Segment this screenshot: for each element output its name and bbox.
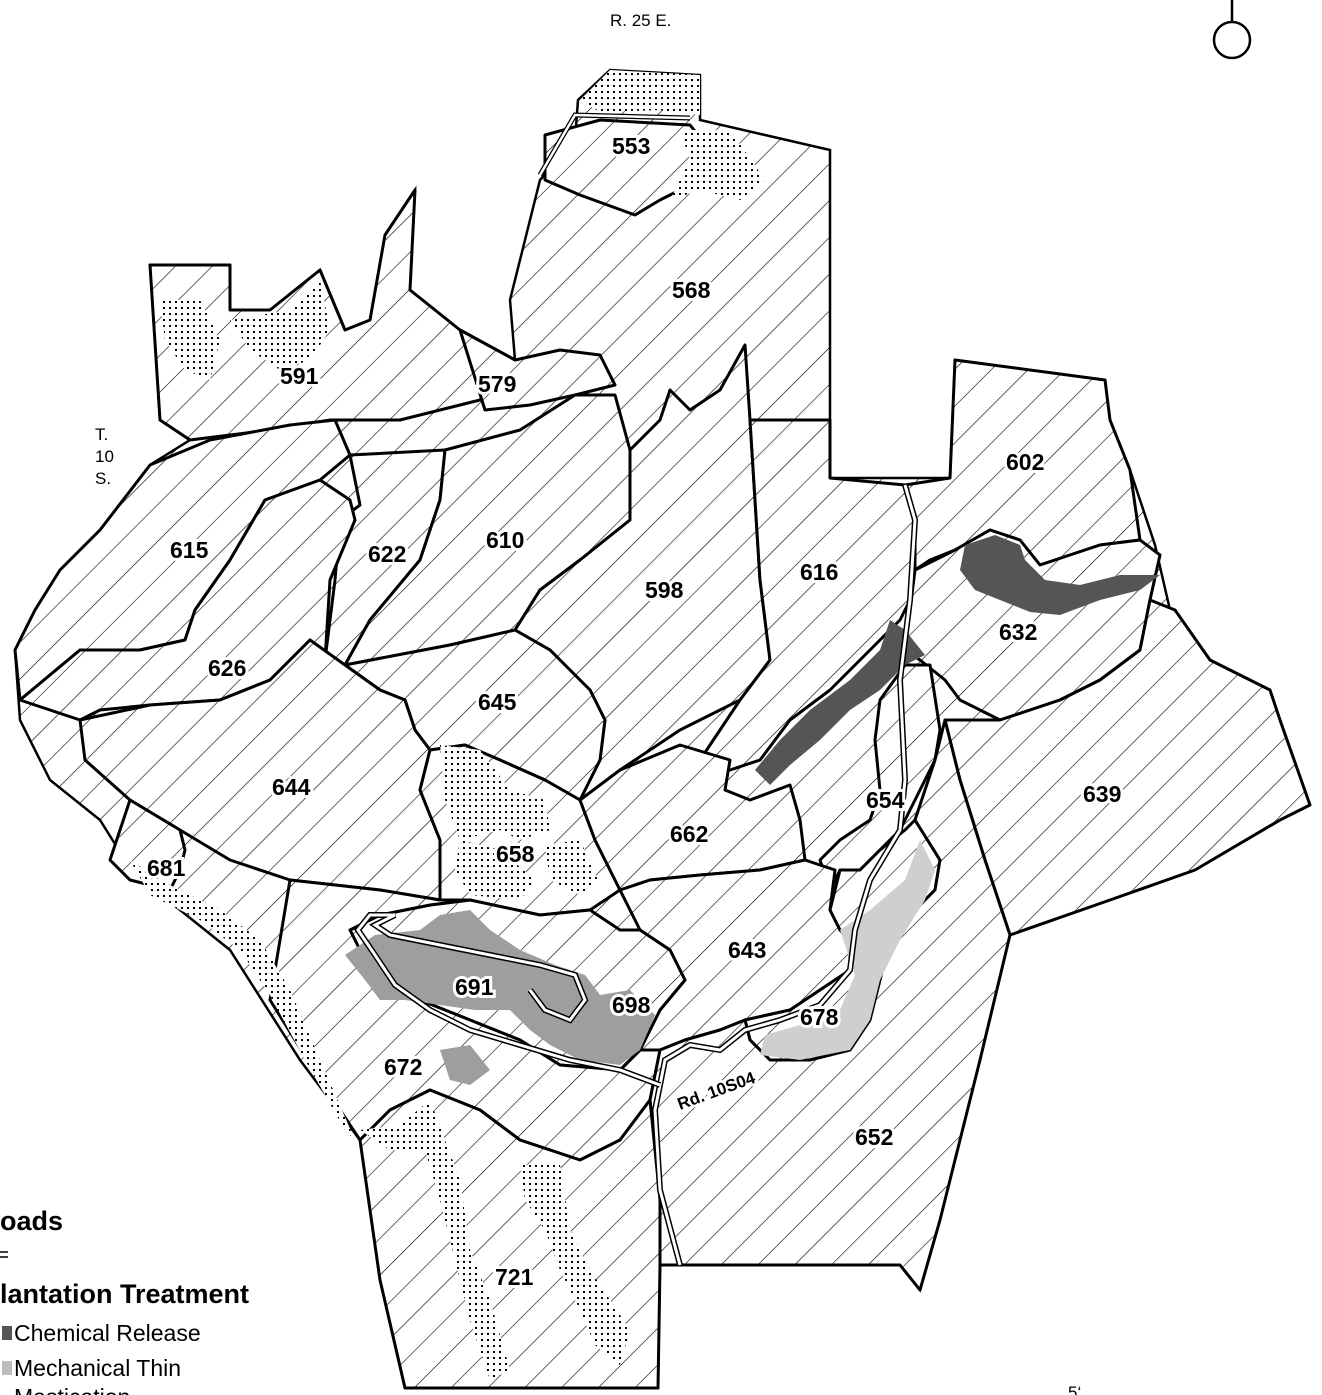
label-643: 643 (728, 937, 766, 963)
label-615: 615 (170, 537, 209, 563)
label-579: 579 (478, 371, 516, 397)
label-681: 681 (147, 855, 186, 881)
label-610: 610 (486, 527, 524, 553)
label-652: 652 (855, 1124, 893, 1150)
township-label-s: S. (95, 469, 111, 488)
unit-labels: 553 568 579 591 598 602 610 615 616 622 … (144, 130, 1124, 1293)
unit-681[interactable] (108, 798, 187, 892)
legend-item-chemical: Chemical Release (14, 1320, 201, 1346)
label-691: 691 (455, 974, 494, 1000)
unit-652[interactable] (648, 718, 1012, 1292)
corner-mark: 5‘ (1068, 1383, 1081, 1395)
label-678: 678 (800, 1004, 839, 1030)
label-626: 626 (208, 655, 246, 681)
label-602: 602 (1006, 449, 1044, 475)
label-645: 645 (478, 689, 517, 715)
label-616: 616 (800, 559, 838, 585)
legend-item-mastication: Mastication (14, 1384, 130, 1395)
label-622: 622 (368, 541, 406, 567)
legend: oads lantation Treatment Chemical Releas… (0, 1206, 249, 1395)
label-644: 644 (272, 774, 311, 800)
chemical-release-areas (755, 535, 1160, 785)
label-654: 654 (866, 787, 905, 813)
legend-item-mechanical: Mechanical Thin (14, 1355, 181, 1381)
label-672: 672 (384, 1054, 422, 1080)
north-arrow-icon (1212, 0, 1252, 60)
unit-639[interactable] (943, 598, 1312, 937)
label-591: 591 (280, 363, 319, 389)
label-598: 598 (645, 577, 684, 603)
label-553: 553 (612, 133, 650, 159)
label-721: 721 (495, 1264, 534, 1290)
label-568: 568 (672, 277, 711, 303)
label-639: 639 (1083, 781, 1121, 807)
township-label-num: 10 (95, 447, 114, 466)
unit-579[interactable] (458, 328, 617, 412)
label-632: 632 (999, 619, 1037, 645)
range-label: R. 25 E. (610, 11, 671, 30)
label-662: 662 (670, 821, 708, 847)
label-698: 698 (612, 992, 651, 1018)
township-label-t: T. (95, 425, 108, 444)
unit-598[interactable] (513, 343, 772, 802)
legend-swatch-mechanical (2, 1361, 12, 1375)
legend-roads-heading: oads (0, 1206, 63, 1236)
road-network (354, 112, 919, 1266)
label-658: 658 (496, 841, 535, 867)
unit-662[interactable] (578, 743, 807, 892)
mastication-areas (130, 70, 765, 1380)
legend-swatch-chemical (2, 1326, 12, 1340)
legend-treatment-heading: lantation Treatment (0, 1279, 249, 1309)
mechanical-thin-areas (345, 840, 935, 1085)
